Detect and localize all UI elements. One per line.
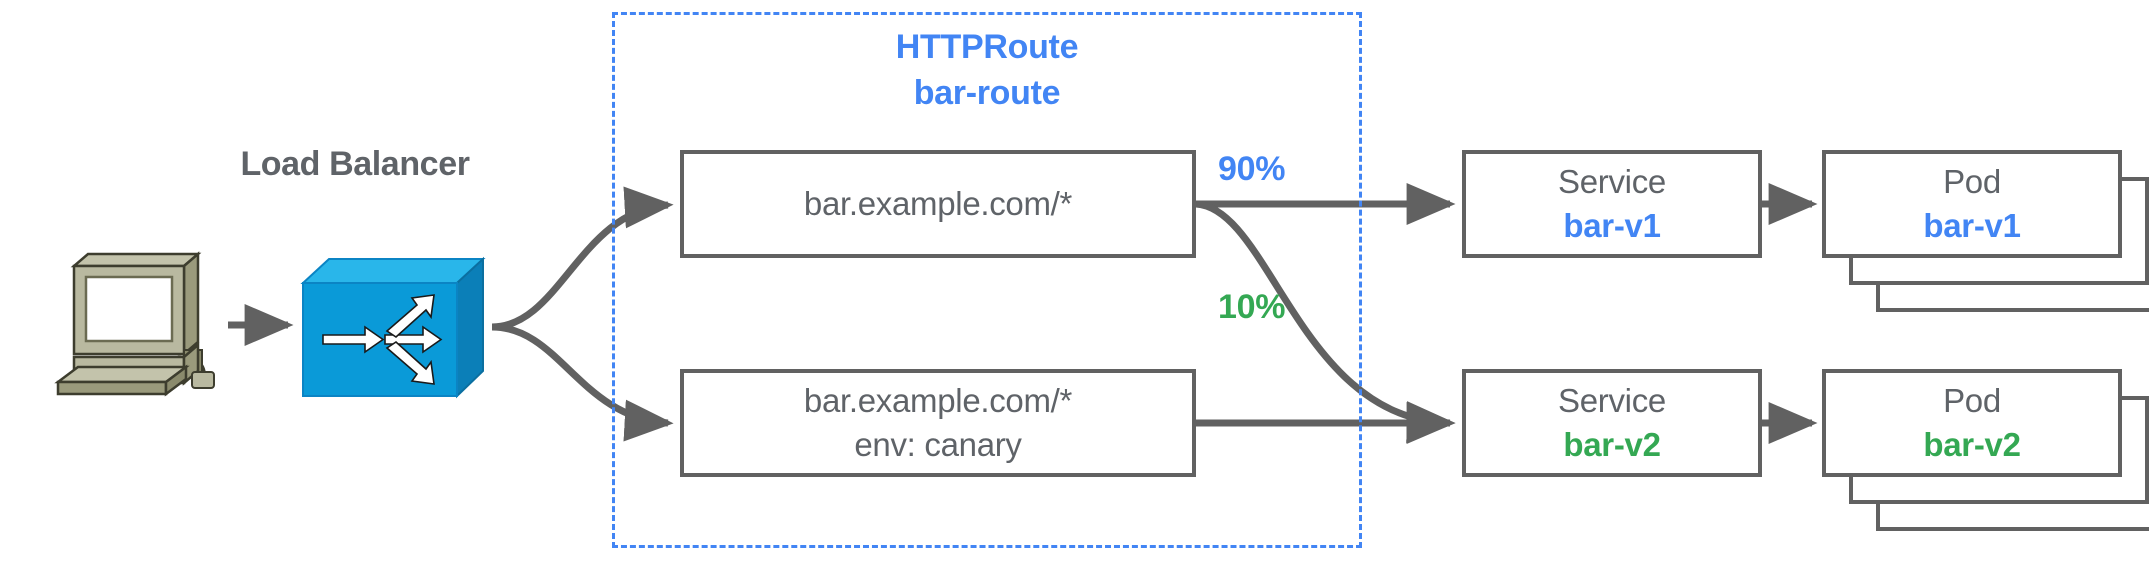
pod-v1-kind-label: Pod (1943, 163, 2001, 200)
httproute-name-label: bar-route (913, 74, 1061, 112)
service-v2-name-label: bar-v2 (1563, 426, 1661, 463)
pod-stack-bar-v2[interactable]: Pod bar-v2 (1822, 369, 2149, 531)
service-box-bar-v2[interactable]: Service bar-v2 (1462, 369, 1762, 477)
service-v2-kind-label: Service (1558, 382, 1666, 419)
weight-label-90: 90% (1218, 150, 1286, 188)
service-v1-name-label: bar-v1 (1563, 207, 1661, 244)
httproute-kind-label: HTTPRoute (895, 28, 1079, 66)
pod-stack-bar-v1[interactable]: Pod bar-v1 (1822, 150, 2149, 312)
pod-v2-name-label: bar-v2 (1923, 426, 2021, 463)
weight-label-10: 10% (1218, 288, 1286, 326)
pod-replica-1[interactable]: Pod bar-v1 (1822, 150, 2122, 258)
pod-replica-1[interactable]: Pod bar-v2 (1822, 369, 2122, 477)
load-balancer-switch-icon (300, 256, 486, 399)
load-balancer-label: Load Balancer (240, 145, 470, 183)
pod-v2-kind-label: Pod (1943, 382, 2001, 419)
service-box-bar-v1[interactable]: Service bar-v1 (1462, 150, 1762, 258)
workstation-icon (54, 251, 215, 397)
route-rule-1-match: bar.example.com/* (803, 185, 1073, 222)
route-rule-box-1[interactable]: bar.example.com/* (680, 150, 1196, 258)
service-v1-kind-label: Service (1558, 163, 1666, 200)
httproute-group-boundary (612, 12, 1362, 548)
route-rule-box-2[interactable]: bar.example.com/* env: canary (680, 369, 1196, 477)
httproute-group-title: HTTPRoute bar-route (612, 24, 1362, 116)
route-rule-2-match: bar.example.com/* (803, 382, 1073, 419)
route-rule-2-header-match: env: canary (854, 426, 1022, 463)
pod-v1-name-label: bar-v1 (1923, 207, 2021, 244)
